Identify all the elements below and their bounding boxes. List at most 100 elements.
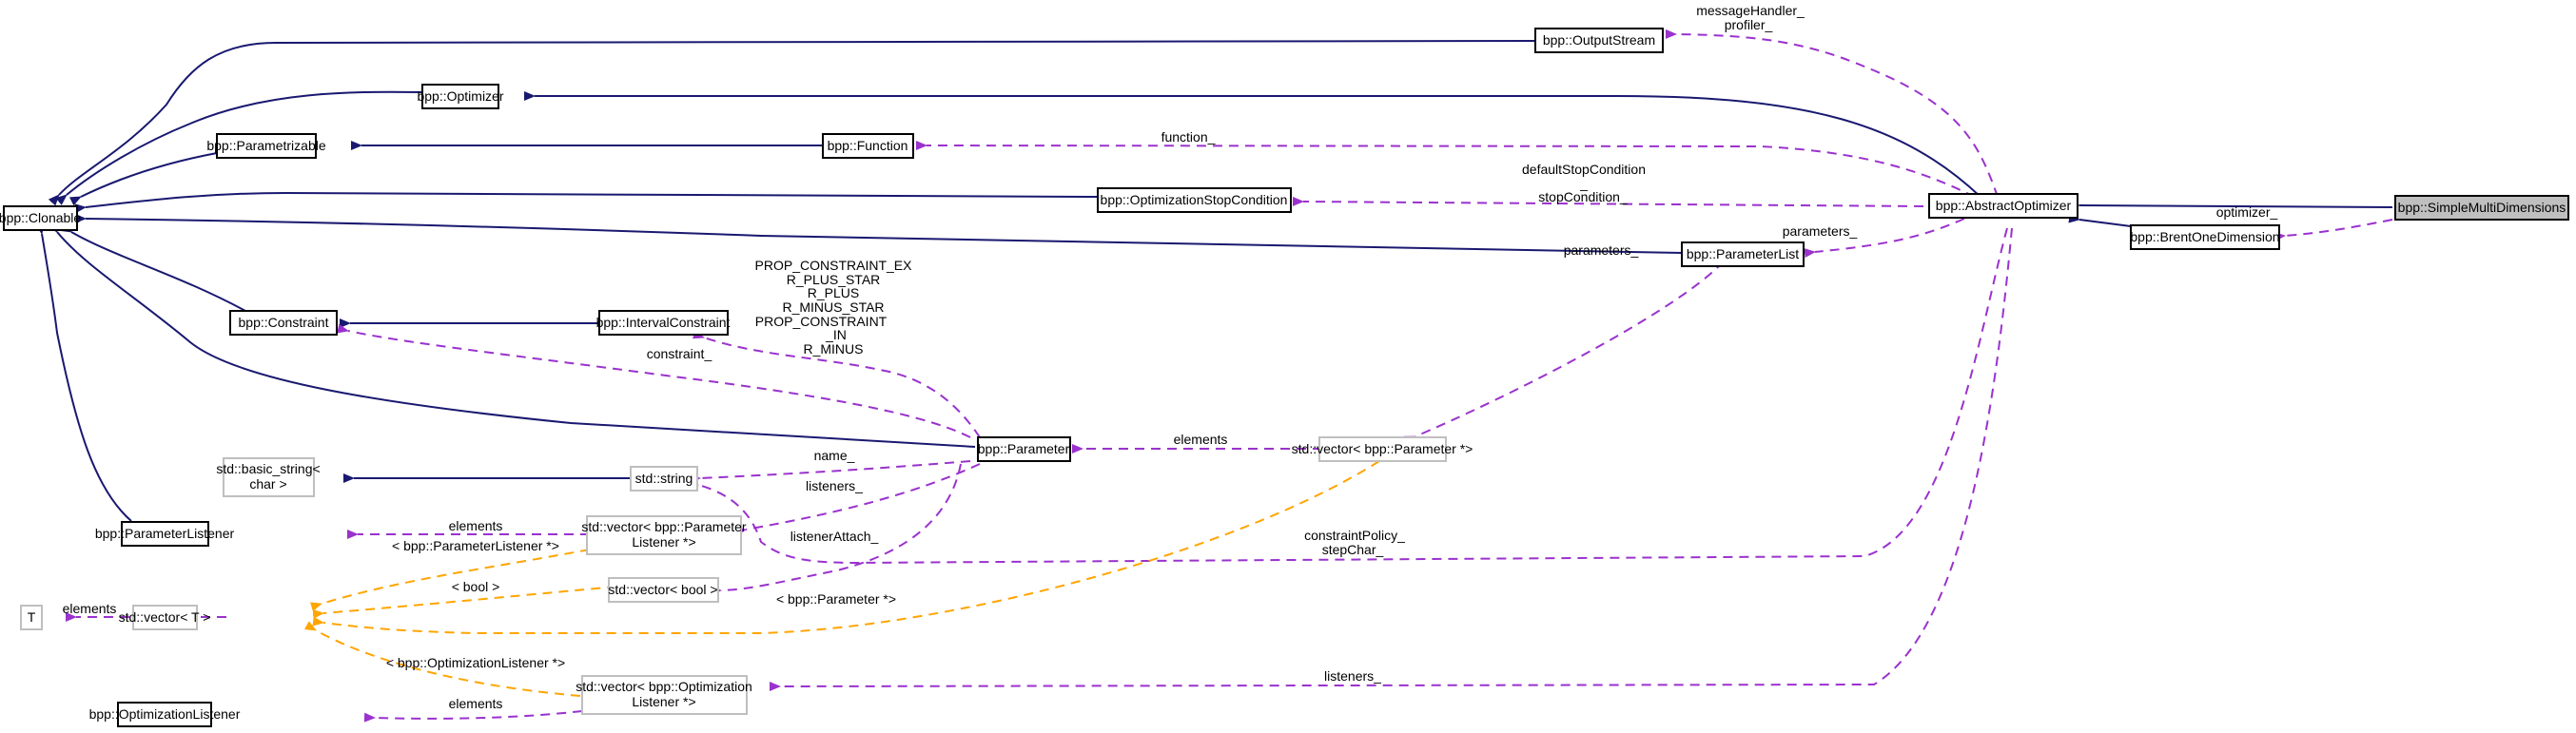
edge-tmpl-bool — [312, 586, 617, 619]
edge-tmpl-optlistener — [303, 621, 581, 697]
node-label: bpp::ParameterList — [1687, 246, 1799, 261]
node-abstract-optimizer[interactable]: bpp::AbstractOptimizer — [1928, 193, 2078, 219]
node-label: bpp::ParameterListener — [95, 526, 235, 541]
edge-parametrizable-clonable — [68, 152, 218, 206]
label-constraint-policy: constraintPolicy_ — [1304, 528, 1405, 543]
node-T[interactable]: T — [20, 605, 43, 630]
edge-listeners-opt — [769, 227, 2013, 692]
node-label: bpp::OptimizationStopCondition — [1101, 192, 1288, 207]
node-vector-optimization-listener[interactable]: std::vector< bpp::Optimization Listener … — [576, 675, 752, 715]
node-label: bpp::Constraint — [239, 315, 329, 330]
node-optimizer[interactable]: bpp::Optimizer — [417, 84, 504, 109]
node-label: bpp::BrentOneDimension — [2130, 229, 2279, 244]
label-optimizer: optimizer_ — [2216, 204, 2278, 220]
node-label: bpp::AbstractOptimizer — [1936, 198, 2072, 213]
label-default-stop-condition: defaultStopCondition — [1522, 162, 1646, 177]
edge-paramlistener-clonable — [35, 222, 132, 522]
node-vector-bool[interactable]: std::vector< bool > — [608, 577, 719, 603]
label-step-char: stepChar_ — [1322, 542, 1384, 557]
node-label-line2: Listener *> — [632, 534, 695, 550]
label-const-6: R_MINUS — [803, 341, 863, 357]
node-label: bpp::Function — [828, 138, 908, 153]
edge-stopcondition-member — [1292, 196, 1924, 207]
node-label: bpp::Clonable — [0, 210, 81, 225]
edge-brent-abstractopt — [2068, 213, 2132, 227]
label-stop-condition: stopCondition_ — [1538, 189, 1628, 204]
node-label: std::vector< bool > — [608, 582, 717, 597]
edge-optimizer-member — [2274, 219, 2393, 241]
template-edges — [303, 460, 1380, 697]
node-parameter[interactable]: bpp::Parameter — [977, 436, 1071, 462]
label-profiler: profiler_ — [1725, 17, 1773, 32]
edge-outputstream-clonable — [48, 40, 1536, 206]
edge-parameter-clonable — [47, 221, 976, 448]
node-label: bpp::SimpleMultiDimensions — [2398, 200, 2566, 215]
usage-edges — [66, 29, 2393, 723]
label-const-4: PROP_CONSTRAINT — [755, 314, 888, 329]
label-message-handler: messageHandler_ — [1696, 3, 1805, 18]
node-interval-constraint[interactable]: bpp::IntervalConstraint — [596, 310, 731, 336]
node-output-stream[interactable]: bpp::OutputStream — [1534, 28, 1664, 53]
label-constraint: constraint_ — [647, 346, 712, 361]
node-parameter-list[interactable]: bpp::ParameterList — [1681, 241, 1805, 267]
label-const-1: R_PLUS_STAR — [787, 272, 881, 287]
node-vector-parameter-ptr[interactable]: std::vector< bpp::Parameter *> — [1292, 436, 1473, 462]
label-listeners-opt: listeners_ — [1324, 668, 1381, 684]
node-label: std::vector< bpp::Parameter *> — [1292, 441, 1473, 456]
node-label: bpp::Parametrizable — [206, 138, 326, 153]
node-brent-one-dimension[interactable]: bpp::BrentOneDimension — [2130, 224, 2280, 250]
node-label: bpp::Optimizer — [417, 88, 503, 104]
edge-listeners-param — [734, 463, 981, 536]
label-const-3: R_MINUS_STAR — [782, 299, 884, 315]
label-elements-param: elements — [1174, 432, 1228, 447]
node-label: T — [28, 609, 36, 625]
node-std-string[interactable]: std::string — [630, 466, 698, 492]
label-function: function_ — [1161, 129, 1216, 145]
edge-constraint-clonable — [59, 222, 246, 312]
label-listener-attach: listenerAttach_ — [790, 529, 879, 544]
label-parameters-vec: parameters_ — [1564, 242, 1639, 258]
node-parametrizable[interactable]: bpp::Parametrizable — [206, 133, 326, 159]
edge-optimizer-clonable — [55, 90, 423, 205]
node-parameter-listener[interactable]: bpp::ParameterListener — [95, 521, 235, 547]
node-simple-multi-dimensions[interactable]: bpp::SimpleMultiDimensions — [2394, 195, 2569, 221]
edge-listenerattach — [710, 463, 962, 596]
edge-messagehandler — [1665, 29, 1999, 198]
edge-function-member — [915, 140, 1976, 198]
node-function[interactable]: bpp::Function — [822, 133, 914, 159]
node-label: bpp::Parameter — [978, 441, 1070, 456]
label-listeners-param: listeners_ — [806, 478, 863, 493]
node-optimization-listener[interactable]: bpp::OptimizationListener — [89, 702, 241, 727]
node-label-line1: std::vector< bpp::Optimization — [576, 679, 752, 694]
node-label: std::vector< T > — [119, 609, 211, 625]
node-vector-T[interactable]: std::vector< T > — [119, 605, 211, 630]
node-label-line2: Listener *> — [632, 694, 695, 709]
edge-stopcond-clonable — [74, 191, 1099, 214]
label-elements-paramlistener: elements — [449, 518, 503, 533]
label-const-5: _IN — [825, 327, 847, 342]
edge-labels: messageHandler_ profiler_ function_ defa… — [63, 3, 2278, 711]
node-vector-parameter-listener[interactable]: std::vector< bpp::Parameter Listener *> — [581, 515, 747, 555]
label-parameters-list: parameters_ — [1783, 223, 1858, 239]
label-tmpl-optlistener: < bpp::OptimizationListener *> — [386, 655, 565, 670]
label-const-2: R_PLUS — [808, 285, 859, 300]
label-elements-T: elements — [63, 601, 117, 616]
node-label: std::string — [635, 471, 693, 486]
edge-interval-constants — [692, 329, 981, 438]
node-constraint[interactable]: bpp::Constraint — [229, 310, 338, 336]
label-name: name_ — [814, 448, 855, 463]
label-elements-optlistener: elements — [449, 696, 503, 711]
edge-constraintpolicy — [687, 227, 2008, 565]
label-tmpl-paramlistener: < bpp::ParameterListener *> — [392, 538, 559, 553]
node-label-line1: std::vector< bpp::Parameter — [581, 519, 746, 534]
node-basic-string[interactable]: std::basic_string< char > — [216, 457, 321, 497]
edge-tmpl-param — [312, 460, 1380, 634]
edge-parameters-list — [1804, 218, 1965, 259]
node-label: bpp::IntervalConstraint — [596, 315, 731, 330]
node-label: bpp::OptimizationListener — [89, 706, 241, 722]
label-stop-underscore: _ — [1579, 176, 1588, 191]
node-optimization-stop-condition[interactable]: bpp::OptimizationStopCondition — [1097, 187, 1292, 213]
edge-abstractopt-optimizer — [524, 91, 1981, 198]
node-clonable[interactable]: bpp::Clonable — [0, 205, 81, 231]
